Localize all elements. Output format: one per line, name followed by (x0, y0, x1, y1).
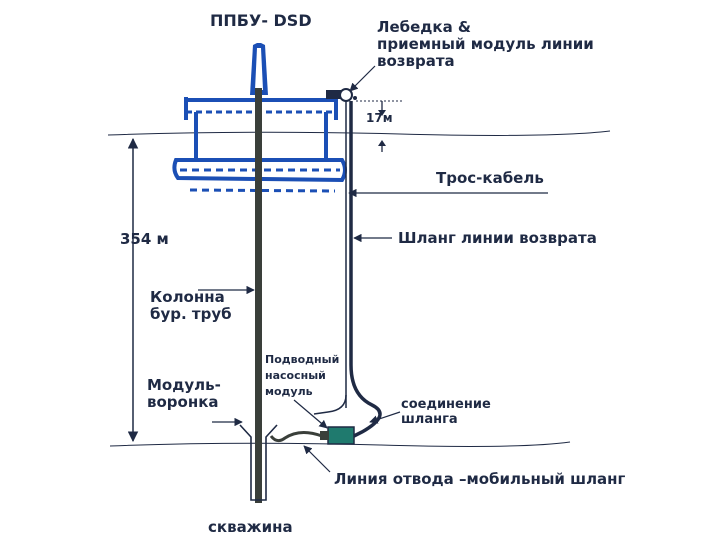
cable-label: Трос-кабель (436, 169, 544, 187)
sea-floor-line (109, 441, 571, 447)
pump-module-label: Подводный насосный модуль (265, 353, 340, 398)
sea-surface-line (107, 130, 611, 136)
gap-label: 17м (366, 111, 393, 125)
well-label: скважина (208, 518, 293, 536)
semisub-rig (172, 97, 347, 193)
hose-connection-label: соединение шланга (401, 397, 491, 427)
rig-title: ППБУ- DSD (210, 11, 312, 30)
winch-label: Лебедка & приемный модуль линии возврата (377, 18, 594, 70)
funnel-module (239, 424, 278, 501)
winch-leader (349, 65, 376, 92)
discharge-line-label: Линия отвода –мобильный шланг (334, 470, 626, 488)
return-hose-label: Шланг линии возврата (398, 229, 597, 247)
gap-arrow-up (378, 140, 386, 146)
pump-leader (293, 399, 328, 429)
drill-string-pipe (255, 88, 262, 503)
depth-label: 354 м (120, 230, 169, 248)
winch-module (326, 90, 342, 99)
discharge-leader (303, 445, 331, 473)
subsea-pump-module (327, 426, 355, 445)
connection-leader (369, 411, 401, 424)
discharge-hose (269, 431, 323, 443)
return-hose (349, 101, 382, 439)
cable-lower (313, 394, 347, 415)
funnel-label: Модуль- воронка (147, 376, 221, 411)
drill-string-label: Колонна бур. труб (150, 288, 232, 323)
